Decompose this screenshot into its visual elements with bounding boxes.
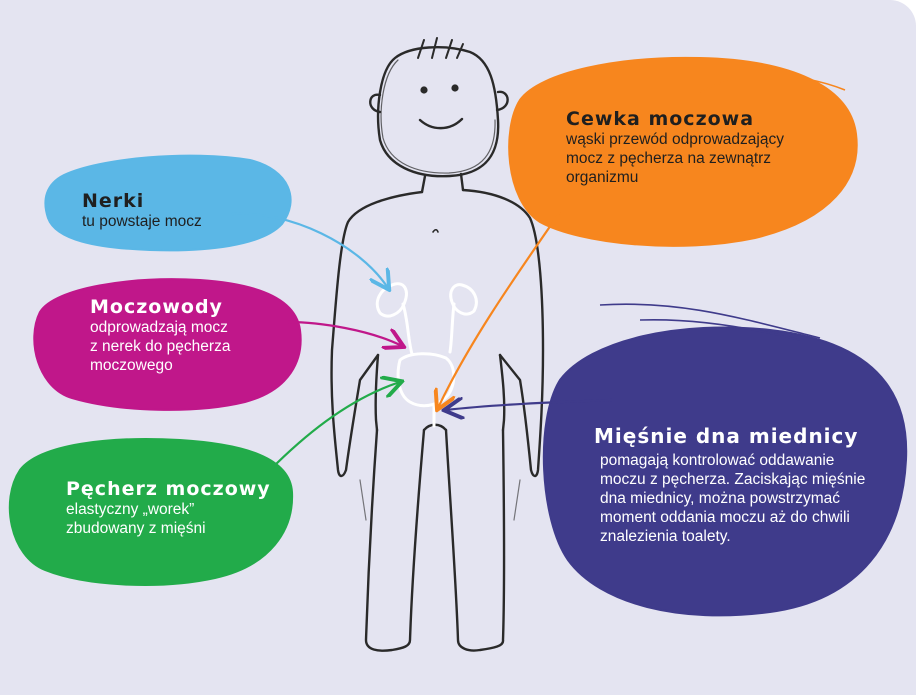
pecherz-callout: Pęcherz moczowy elastyczny „worek” zbudo… <box>66 478 271 539</box>
eye-right <box>453 86 458 91</box>
arrow-pecherz <box>270 382 400 470</box>
kidney-left <box>377 284 406 316</box>
urinary-system <box>377 284 476 426</box>
miesnie-description: pomagają kontrolować oddawanie moczu z p… <box>600 452 865 547</box>
nerki-title: Nerki <box>82 190 202 213</box>
arrow-moczowody <box>288 322 402 346</box>
pecherz-description: elastyczny „worek” zbudowany z mięśni <box>66 501 271 539</box>
bladder <box>398 354 454 406</box>
ureter-left <box>403 304 412 354</box>
mouth <box>420 119 462 128</box>
moczowody-callout: Moczowody odprowadzają mocz z nerek do p… <box>90 296 230 376</box>
moczowody-title: Moczowody <box>90 296 230 319</box>
cewka-description: wąski przewód odprowadzający mocz z pęch… <box>566 131 784 188</box>
miesnie-callout: Mięśnie dna miednicy pomagają kontrolowa… <box>594 424 865 547</box>
ureter-right <box>450 304 454 352</box>
nerki-description: tu powstaje mocz <box>82 213 202 232</box>
eye-left <box>422 88 427 93</box>
leg-left <box>366 430 424 651</box>
pecherz-title: Pęcherz moczowy <box>66 478 271 501</box>
moczowody-description: odprowadzają mocz z nerek do pęcherza mo… <box>90 319 230 376</box>
leg-right <box>446 430 504 651</box>
ear-right <box>497 92 508 110</box>
cewka-title: Cewka moczowa <box>566 108 784 131</box>
nerki-callout: Nerki tu powstaje mocz <box>82 190 202 232</box>
head-outline <box>378 47 498 176</box>
miesnie-title: Mięśnie dna miednicy <box>594 424 865 448</box>
cewka-callout: Cewka moczowa wąski przewód odprowadzają… <box>566 108 784 188</box>
